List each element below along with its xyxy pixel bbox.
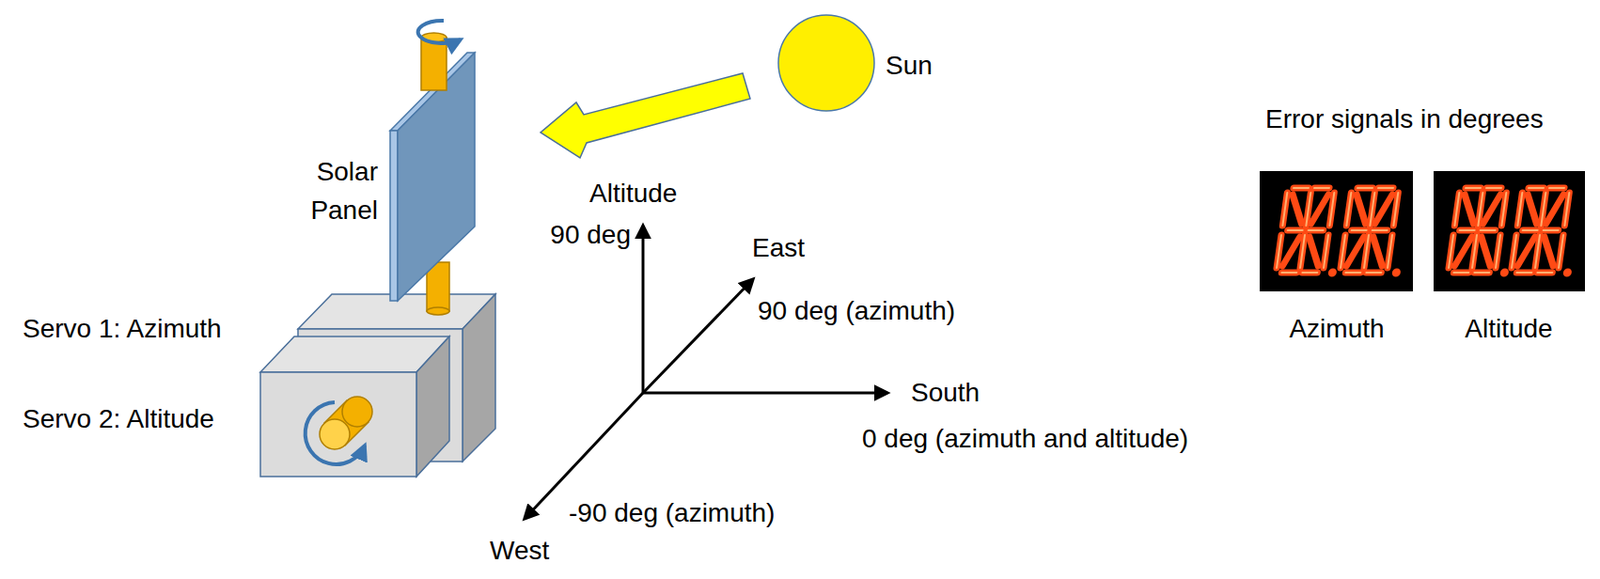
text-label: -90 deg (azimuth) [568, 497, 775, 530]
text-label: South [910, 376, 980, 409]
text-label: Solar Panel [293, 152, 378, 230]
segment-display [1433, 171, 1585, 292]
text-label: 90 deg (azimuth) [757, 295, 956, 328]
text-label: 90 deg [549, 219, 631, 251]
text-label: Servo 2: Altitude [22, 403, 215, 436]
servo-altitude [260, 336, 450, 477]
text-label: Sun [885, 49, 933, 82]
text-label: 0 deg (azimuth and altitude) [862, 423, 1189, 455]
sun [778, 15, 875, 111]
text-label: East [752, 232, 805, 265]
axes [524, 225, 888, 519]
rotation-arrow [418, 20, 461, 44]
rotation-arrow [305, 402, 365, 465]
text-label: Servo 1: Azimuth [22, 313, 222, 346]
text-label: Altitude [589, 177, 677, 210]
text-label: Error signals in degrees [1265, 103, 1544, 136]
segment-display [1259, 171, 1413, 292]
text-label: Altitude [1464, 313, 1553, 346]
sunlight-arrow [540, 73, 751, 158]
text-label: Azimuth [1288, 313, 1384, 346]
text-label: West [489, 534, 550, 567]
